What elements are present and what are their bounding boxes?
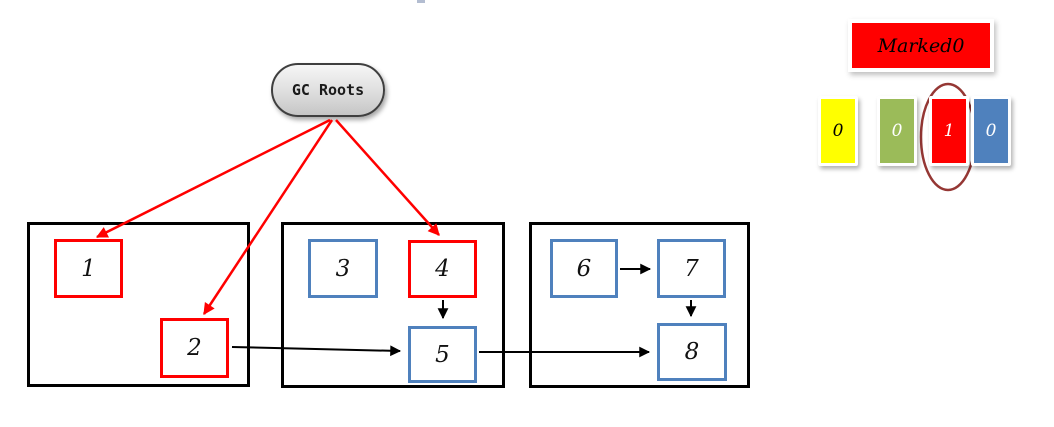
- gc-roots-node: GC Roots: [271, 63, 385, 117]
- object-node-4-label: 4: [435, 256, 450, 282]
- mark-cell-green: 0: [877, 96, 917, 166]
- mark-cell-red-value: 1: [943, 121, 955, 141]
- object-node-4: 4: [408, 240, 477, 298]
- object-node-8: 8: [657, 323, 727, 381]
- gc-roots-label: GC Roots: [291, 81, 365, 99]
- object-node-6: 6: [550, 239, 618, 298]
- mark-cell-green-value: 0: [891, 121, 903, 141]
- mark-cell-blue: 0: [971, 96, 1011, 166]
- mark-cell-red: 1: [929, 96, 969, 166]
- object-node-5-label: 5: [435, 341, 450, 368]
- object-node-7: 7: [657, 239, 726, 298]
- edge-gcroots-to-1: [95, 118, 331, 239]
- object-node-2: 2: [160, 318, 229, 378]
- object-node-6-label: 6: [576, 255, 592, 282]
- marked-legend-label: Marked0: [877, 34, 965, 57]
- mark-cell-blue-value: 0: [985, 121, 997, 141]
- object-node-3-label: 3: [335, 255, 351, 282]
- object-node-7-label: 7: [684, 255, 699, 282]
- mark-cell-yellow-value: 0: [832, 121, 844, 141]
- object-node-8-label: 8: [684, 339, 700, 365]
- object-node-5: 5: [408, 326, 477, 383]
- object-node-3: 3: [308, 239, 378, 298]
- cropped-artifact: [417, 0, 425, 3]
- marked-legend-box: Marked0: [848, 19, 994, 72]
- object-node-1: 1: [54, 239, 123, 298]
- object-node-2-label: 2: [187, 335, 202, 361]
- object-node-1-label: 1: [81, 255, 96, 282]
- edge-gcroots-to-4: [335, 119, 440, 236]
- mark-cell-yellow: 0: [818, 96, 858, 166]
